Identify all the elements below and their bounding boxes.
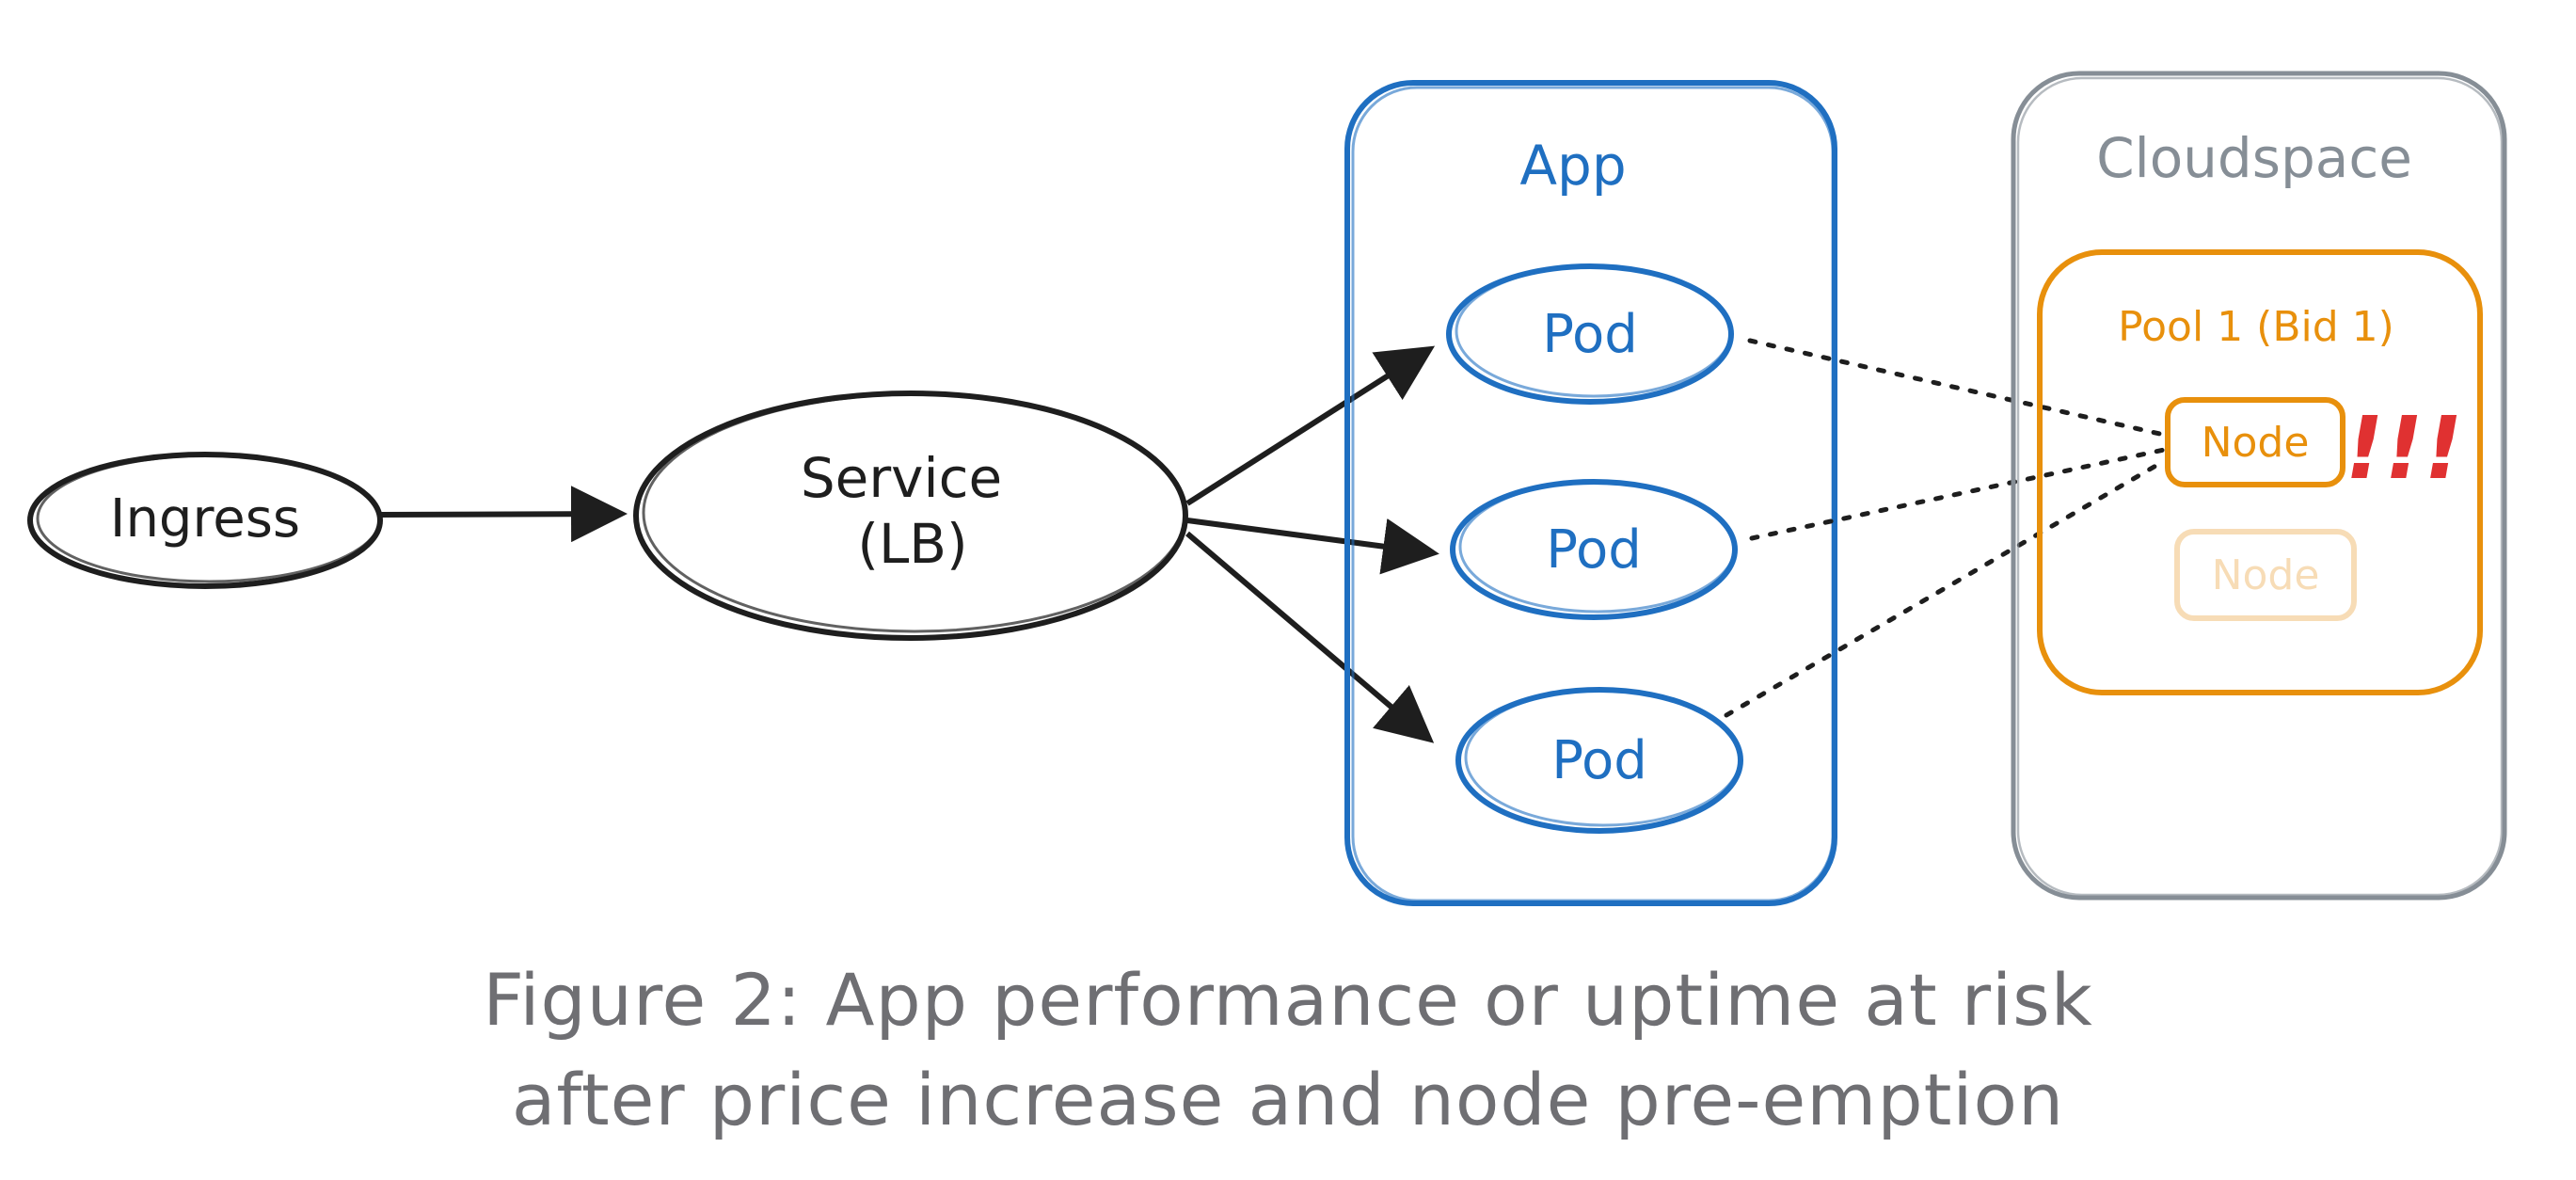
app-container: App — [1344, 80, 1837, 906]
pod-1-label: Pod — [1542, 304, 1638, 365]
pod-1-to-node-link — [1747, 338, 2167, 438]
pod-2: Pod — [1450, 479, 1738, 620]
service-sublabel: (LB) — [857, 512, 967, 576]
node-preempted: Node — [2174, 529, 2357, 621]
pod-2-label: Pod — [1546, 519, 1642, 581]
pod-3-label: Pod — [1551, 730, 1647, 791]
caption-line-1: Figure 2: App performance or uptime at r… — [483, 958, 2093, 1042]
app-title: App — [1519, 134, 1626, 198]
node-preempted-label: Node — [2212, 551, 2320, 599]
service-to-pod-1-arrow — [1185, 345, 1436, 506]
caption-line-2: after price increase and node pre-emptio… — [511, 1058, 2065, 1141]
pod-3-to-node-link — [1724, 458, 2167, 718]
ingress-label: Ingress — [110, 488, 300, 550]
pod-1: Pod — [1446, 263, 1734, 405]
figure-caption: Figure 2: App performance or uptime at r… — [0, 950, 2576, 1150]
pod-3: Pod — [1455, 687, 1743, 834]
node-active-label: Node — [2202, 419, 2310, 467]
ingress-node: Ingress — [27, 452, 383, 589]
architecture-diagram: Ingress Service (LB) App Pod Pod Pod — [27, 71, 2507, 906]
pool-title: Pool 1 (Bid 1) — [2118, 303, 2394, 351]
pool-container: Pool 1 (Bid 1) — [2037, 249, 2483, 695]
service-to-pod-3-arrow — [1185, 531, 1435, 743]
alert-marks: !!! — [2336, 398, 2473, 499]
cloudspace-title: Cloudspace — [2096, 126, 2412, 190]
service-to-pod-2-arrow — [1186, 518, 1439, 575]
service-label: Service — [801, 446, 1002, 510]
node-active: Node — [2165, 397, 2345, 487]
cloudspace-container: Cloudspace — [2011, 71, 2507, 901]
pod-2-to-node-link — [1749, 447, 2167, 541]
service-node: Service (LB) — [633, 391, 1188, 641]
ingress-to-service-arrow — [379, 486, 628, 543]
